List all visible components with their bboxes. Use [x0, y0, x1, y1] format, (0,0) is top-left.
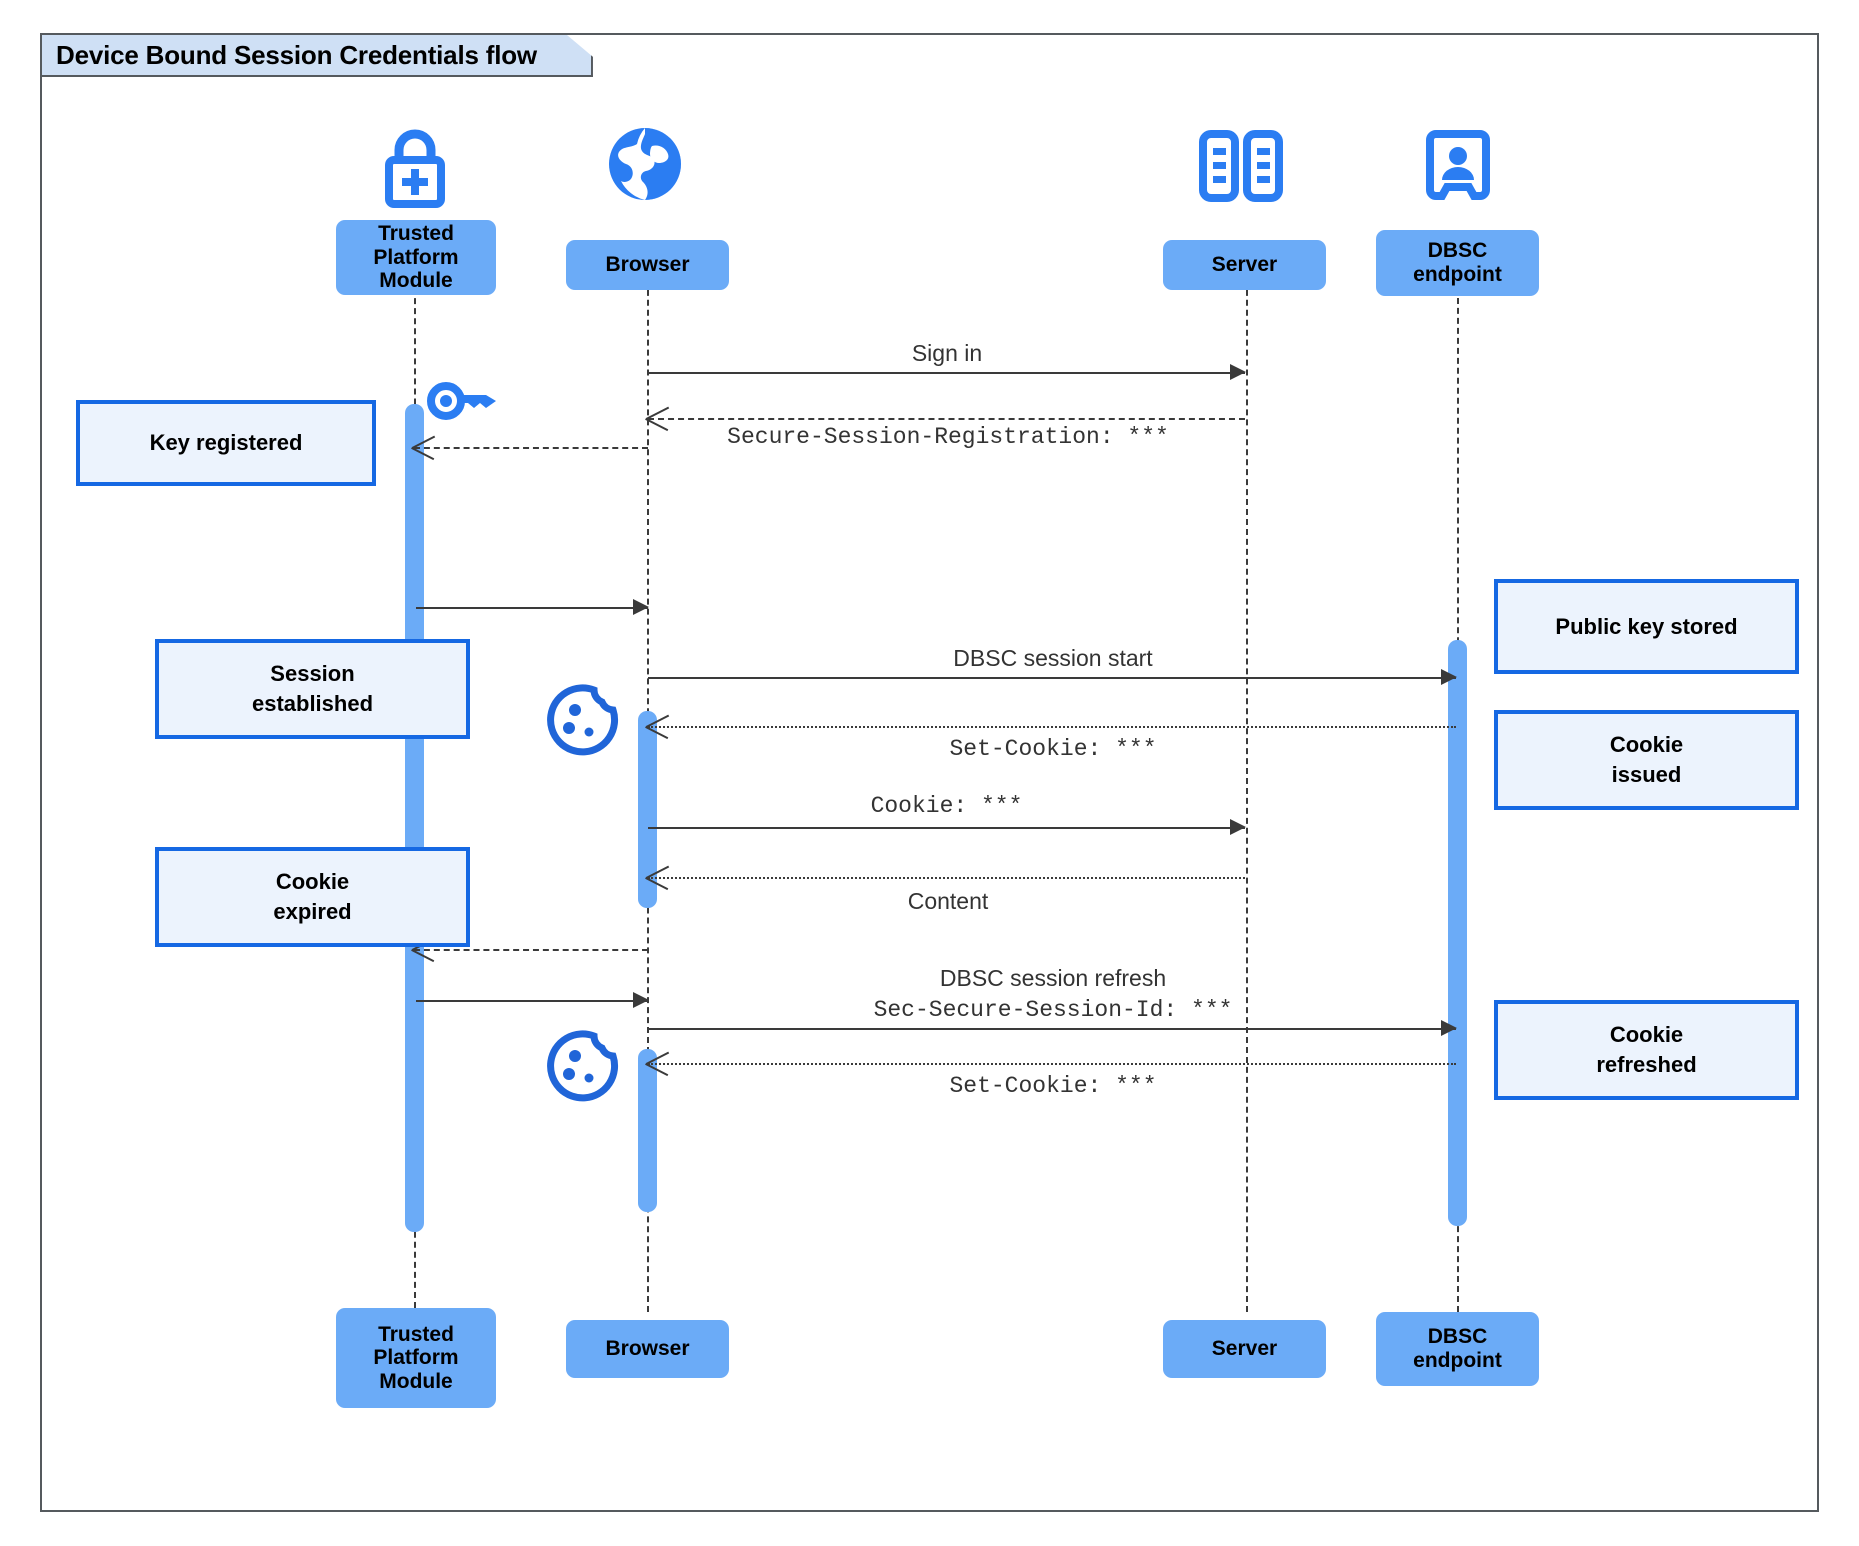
participant-dbsc-top[interactable]: DBSC endpoint — [1376, 230, 1539, 296]
key-icon — [425, 377, 503, 425]
note-key-registered: Key registered — [76, 400, 376, 486]
cookie-icon-1 — [547, 684, 619, 756]
activation-bar-tpm — [405, 404, 424, 1232]
note-cookie-expired: Cookie expired — [155, 847, 470, 947]
cookie-icon-2 — [547, 1030, 619, 1102]
id-badge-icon — [1426, 128, 1490, 208]
message-label-dbsc-session-start: DBSC session start — [953, 645, 1153, 671]
message-label-sign-in: Sign in — [911, 340, 983, 366]
activation-bar-browser-2 — [638, 1049, 657, 1212]
message-label-sec-secure-session-id: Sec-Secure-Session-Id: *** — [873, 997, 1233, 1023]
activation-bar-dbsc — [1448, 640, 1467, 1226]
message-label-dbsc-session-refresh: DBSC session refresh — [939, 965, 1167, 991]
message-label-secure-session-registration: Secure-Session-Registration: *** — [727, 424, 1169, 450]
participant-tpm-top[interactable]: Trusted Platform Module — [336, 220, 496, 295]
note-public-key-stored: Public key stored — [1494, 579, 1799, 674]
note-cookie-issued: Cookie issued — [1494, 710, 1799, 810]
participant-server-bottom[interactable]: Server — [1163, 1320, 1326, 1378]
participant-browser-top[interactable]: Browser — [566, 240, 729, 290]
lock-plus-icon — [369, 124, 461, 208]
note-cookie-refreshed: Cookie refreshed — [1494, 1000, 1799, 1100]
server-rack-icon — [1195, 128, 1287, 204]
message-label-cookie: Cookie: *** — [870, 793, 1023, 819]
message-label-content: Content — [907, 888, 989, 914]
participant-dbsc-bottom[interactable]: DBSC endpoint — [1376, 1312, 1539, 1386]
diagram-title-tab: Device Bound Session Credentials flow — [42, 35, 593, 77]
participant-tpm-bottom[interactable]: Trusted Platform Module — [336, 1308, 496, 1408]
participant-browser-bottom[interactable]: Browser — [566, 1320, 729, 1378]
message-label-set-cookie-2: Set-Cookie: *** — [949, 1073, 1157, 1099]
lifeline-server — [1246, 250, 1248, 1312]
message-label-set-cookie-1: Set-Cookie: *** — [949, 736, 1157, 762]
note-session-established: Session established — [155, 639, 470, 739]
activation-bar-browser-1 — [638, 711, 657, 908]
participant-server-top[interactable]: Server — [1163, 240, 1326, 290]
globe-icon — [600, 122, 690, 206]
